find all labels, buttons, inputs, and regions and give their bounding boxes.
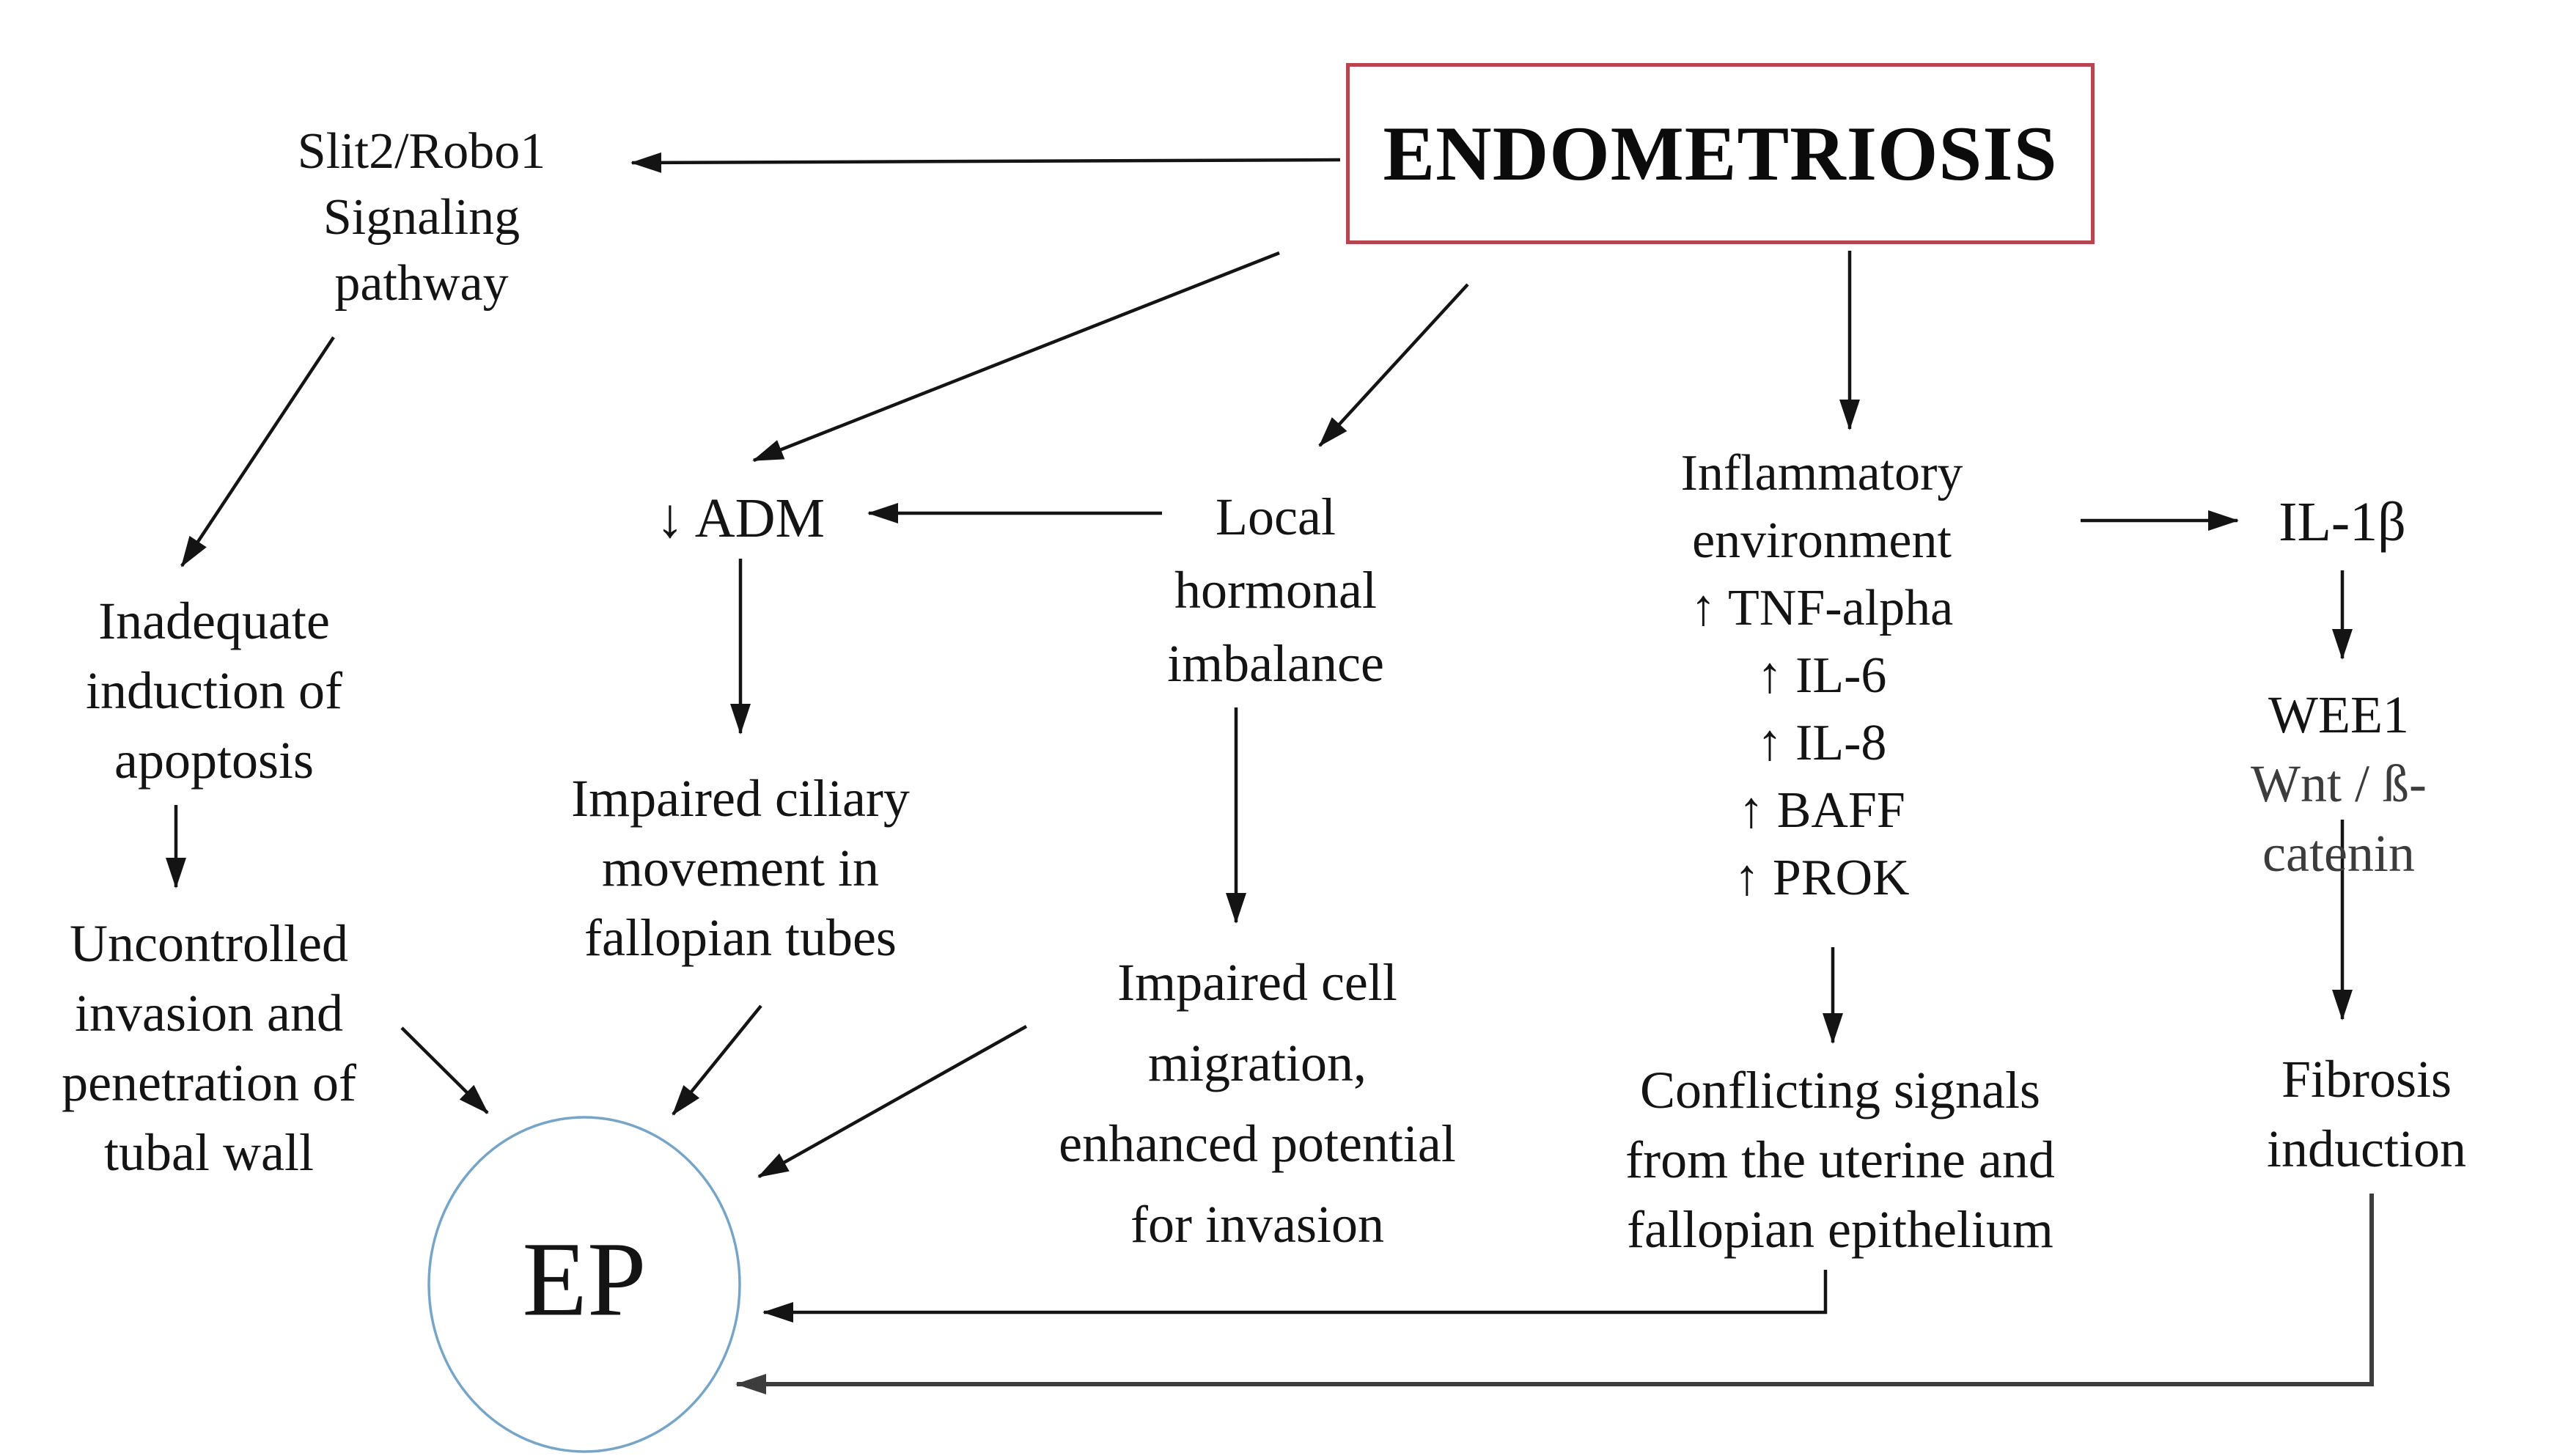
arrow-endometriosis-to-slit2 [630,152,1341,173]
endometriosis-box: ENDOMETRIOSIS [1346,63,2095,244]
node-slit2-robo1-pathway: Slit2/Robo1 Signaling pathway [297,123,546,312]
node-wee1: WEE1 [2268,685,2409,744]
node-inadequate-apoptosis: Inadequate induction of apoptosis [86,592,342,790]
node-conflicting-signals: Conflicting signals from the uterine and… [1625,1061,2055,1259]
arrow-impaired-migration-to-ep [757,1025,1028,1178]
node-wnt-b-catenin: Wnt / ß-catenin [2251,754,2427,883]
node-impaired-migration: Impaired cell migration, enhanced potent… [1059,953,1456,1254]
node-inflammatory-environment: Inflammatory environment ↑ TNF-alpha ↑ I… [1680,445,1963,906]
arrow-endometriosis-to-adm [752,251,1280,463]
arrow-uncontrolled-to-ep [400,1026,489,1114]
endometriosis-label: ENDOMETRIOSIS [1383,110,2058,196]
arrow-endometriosis-to-local-hormonal [1318,283,1469,447]
node-il-1b: IL-1β [2279,491,2406,553]
node-impaired-ciliary: Impaired ciliary movement in fallopian t… [571,769,910,967]
arrow-conflicting-to-ep [762,1270,1828,1323]
arrow-fibrosis-to-ep [735,1194,2374,1394]
node-adm: ↓ ADM [655,488,825,549]
ep-circle [427,1116,741,1453]
arrow-impaired-ciliary-to-ep [672,1004,762,1116]
arrow-slit2-to-inadequate-apoptosis [180,336,335,567]
node-fibrosis-induction: Fibrosis induction [2267,1050,2466,1178]
ep-label: EP [522,1221,647,1339]
node-uncontrolled-invasion: Uncontrolled invasion and penetration of… [62,914,356,1182]
node-local-hormonal-imbalance: Local hormonal imbalance [1167,488,1384,693]
